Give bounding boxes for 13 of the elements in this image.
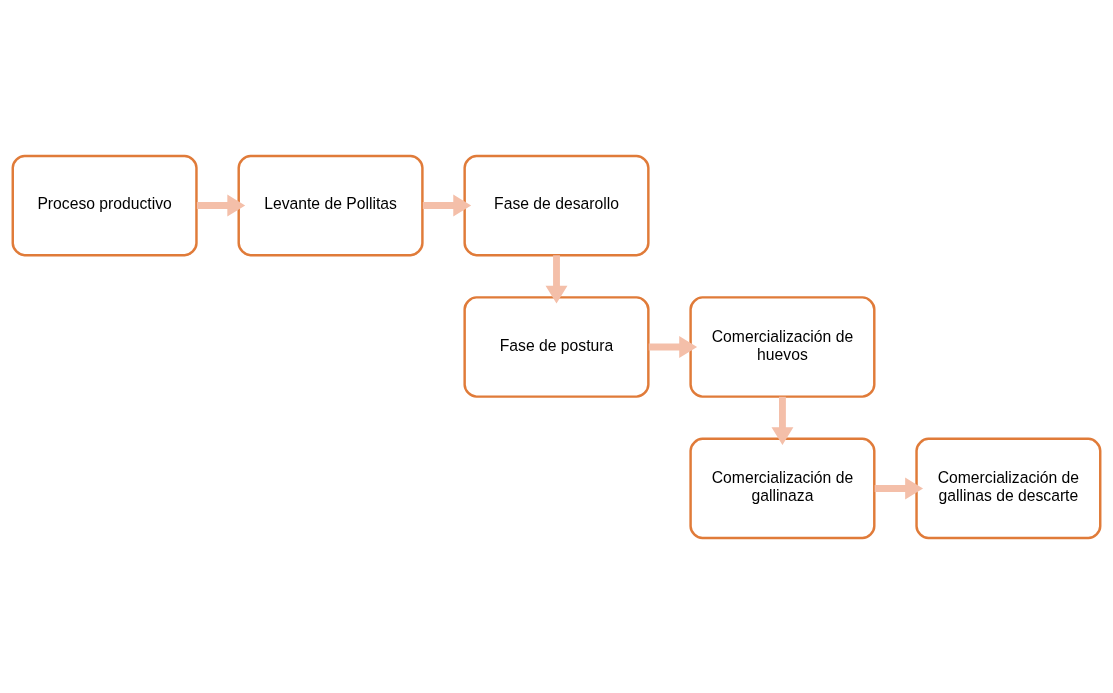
arrow [771, 396, 794, 445]
arrow [545, 254, 568, 304]
node-box: Levante de Pollitas [237, 154, 424, 256]
node-box: Comercialización de gallinaza [689, 437, 876, 539]
arrow [648, 335, 698, 358]
node-box: Proceso productivo [11, 154, 198, 256]
arrow [874, 477, 924, 499]
node-box: Comercialización de huevos [689, 295, 876, 398]
node-box: Comercialización de gallinas de descarte [915, 437, 1102, 539]
arrow [422, 194, 472, 216]
node-box: Fase de postura [463, 295, 650, 398]
arrow [196, 194, 246, 216]
node-box: Fase de desarollo [463, 154, 650, 256]
